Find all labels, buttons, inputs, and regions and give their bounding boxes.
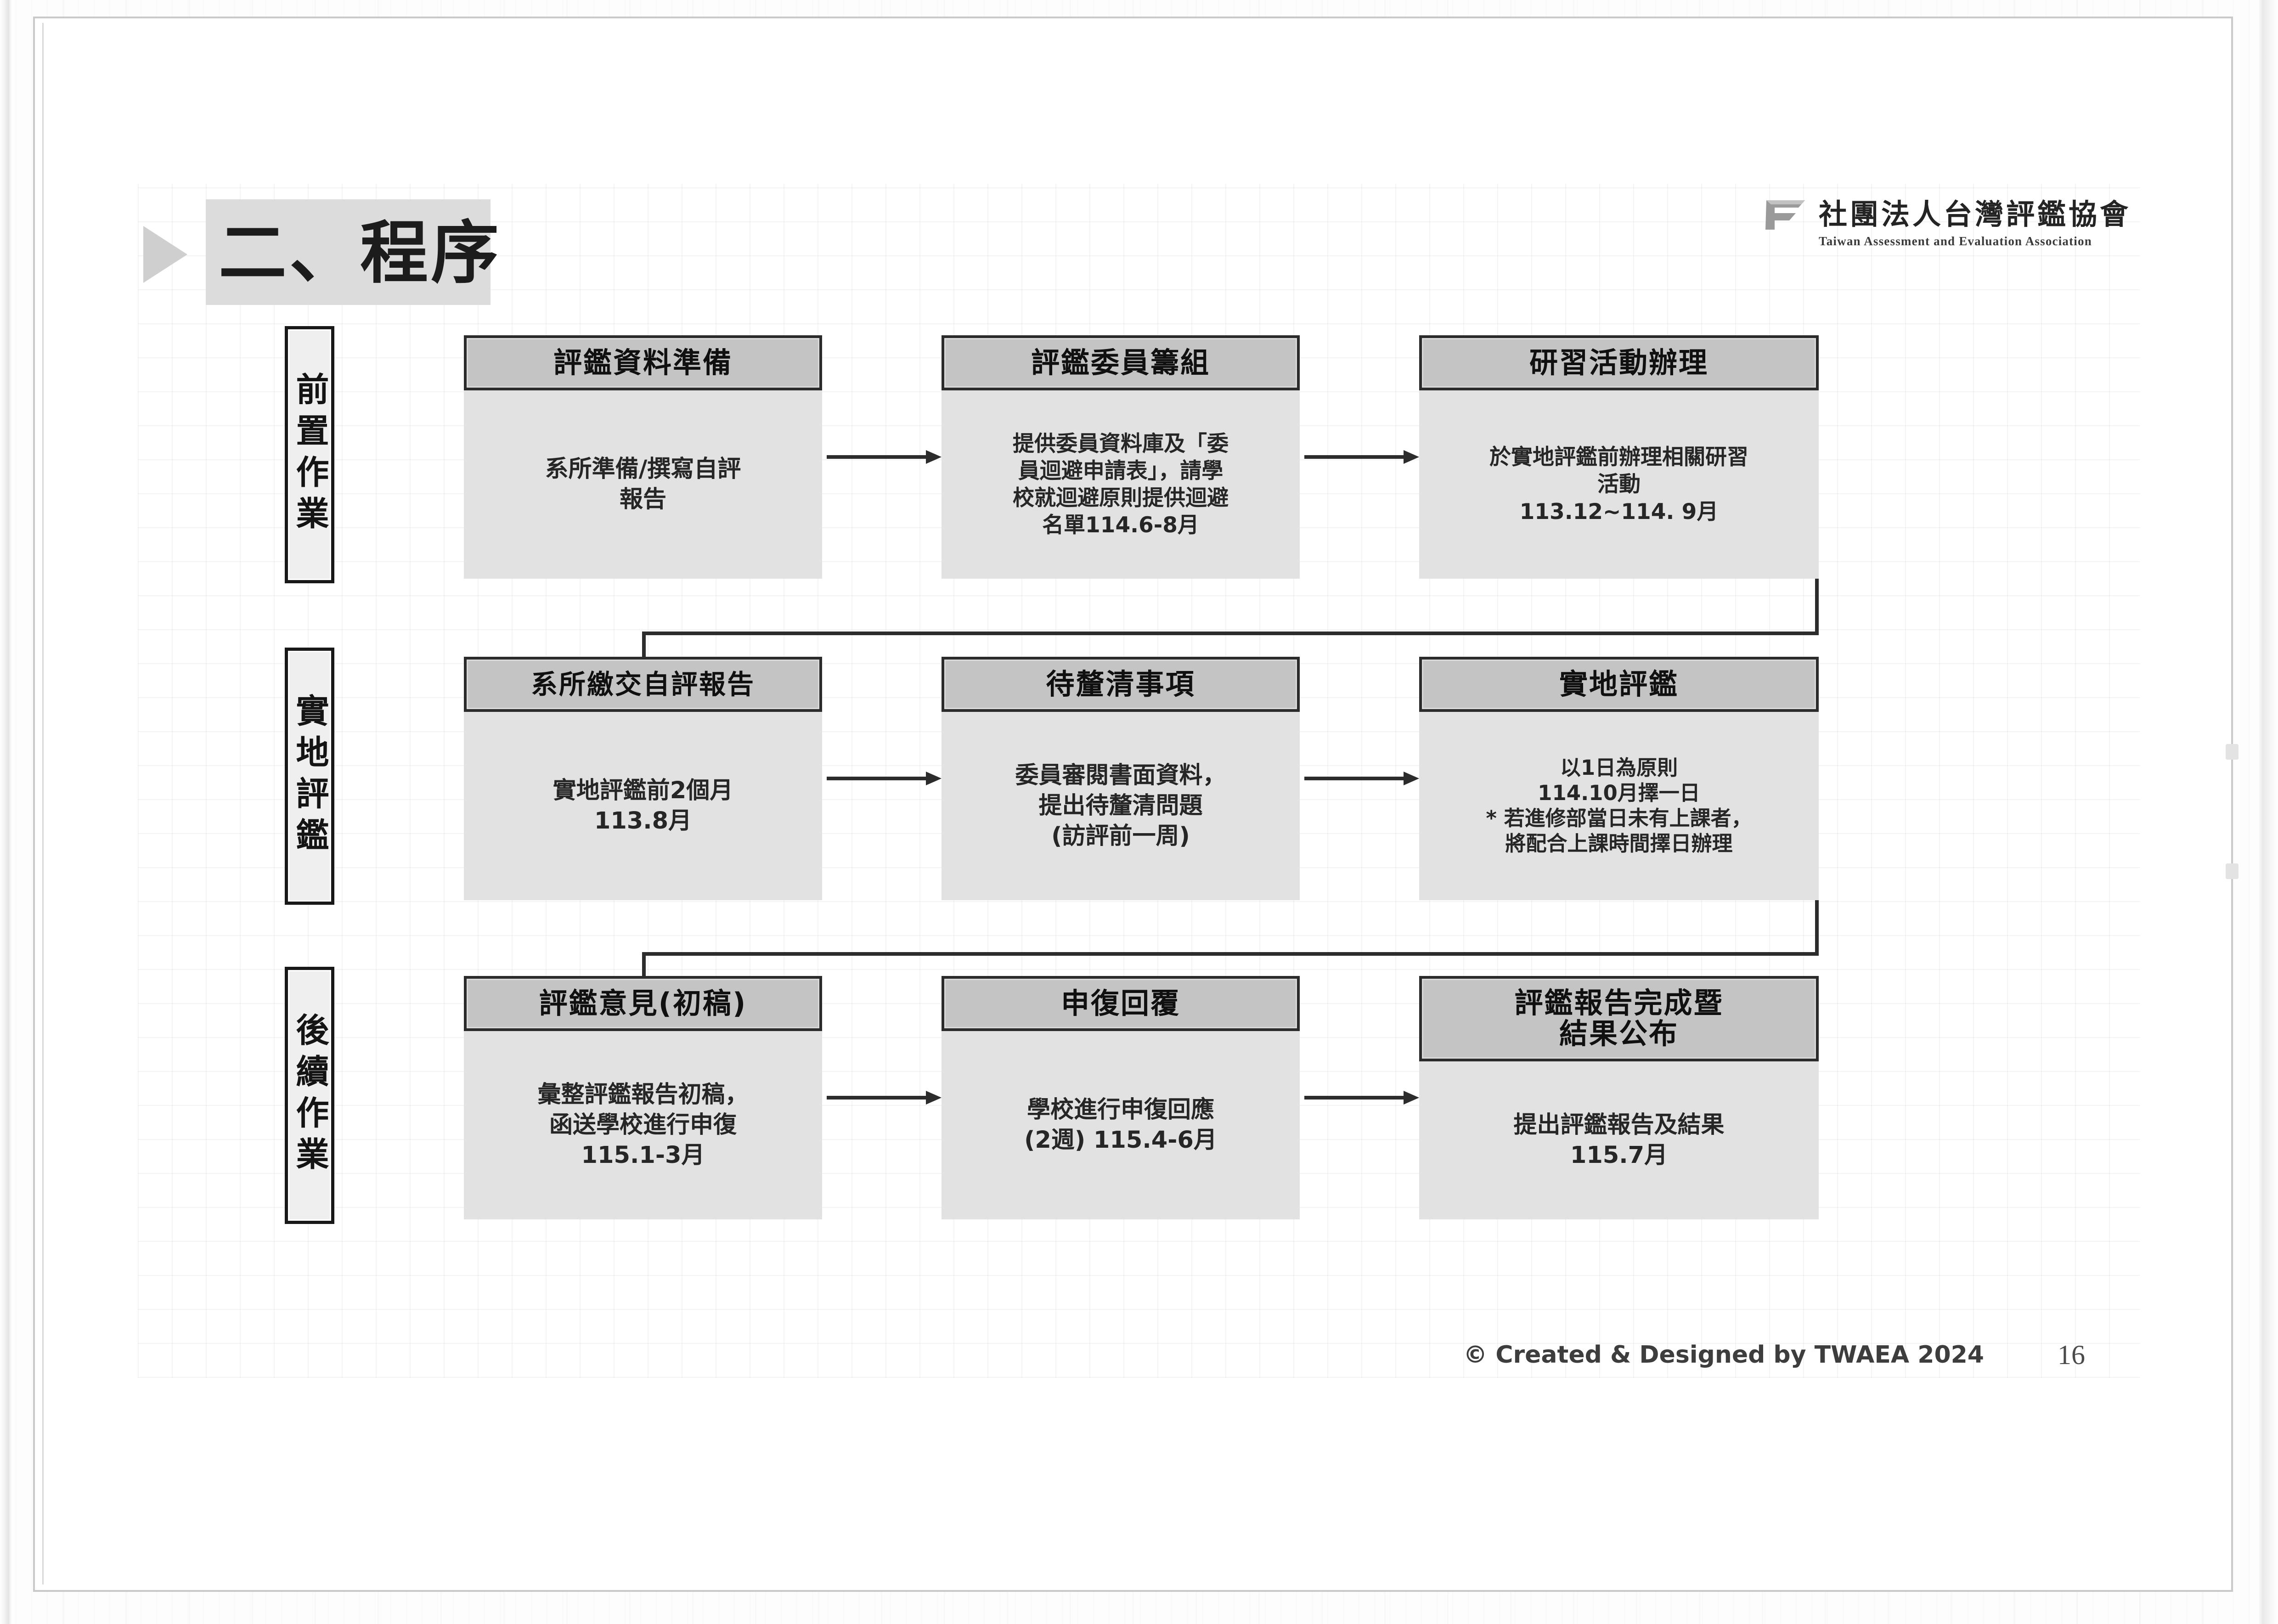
brand-text: 社團法人台灣評鑑協會 Taiwan Assessment and Evaluat… bbox=[1819, 191, 2131, 248]
process-card-header: 實地評鑑 bbox=[1419, 657, 1819, 712]
slide-canvas: 二、程序 社團法人台灣評鑑協會 Taiwan Assessment and Ev… bbox=[138, 184, 2140, 1442]
stage-row-site-visit: 實地評鑑 系所繳交自評報告 實地評鑑前2個月 113.8月 待釐清事項 委員審閱… bbox=[138, 648, 2140, 1021]
brand-lockup: 社團法人台灣評鑑協會 Taiwan Assessment and Evaluat… bbox=[1761, 191, 2131, 248]
stage-label-preparation: 前置作業 bbox=[285, 326, 334, 583]
page-title-plate bbox=[206, 199, 491, 305]
twaea-logo-icon bbox=[1765, 200, 1805, 230]
process-card-title: 評鑑資料準備 bbox=[553, 345, 733, 379]
process-card[interactable]: 評鑑意見(初稿) 彙整評鑑報告初稿， 函送學校進行申復 115.1-3月 bbox=[464, 976, 822, 1219]
process-card-body: 實地評鑑前2個月 113.8月 bbox=[464, 712, 822, 900]
process-card-header: 評鑑委員籌組 bbox=[942, 335, 1300, 390]
process-card-title: 申復回覆 bbox=[1060, 986, 1180, 1020]
scroll-artifact bbox=[2226, 744, 2239, 760]
process-card-body: 提供委員資料庫及「委 員迴避申請表」，請學 校就迴避原則提供迴避 名單114.6… bbox=[942, 390, 1300, 579]
process-card-title: 實地評鑑 bbox=[1559, 667, 1679, 701]
stage-label-text: 實地評鑑 bbox=[290, 694, 329, 859]
brand-name-cn: 社團法人台灣評鑑協會 bbox=[1818, 197, 2131, 231]
process-card-description: 學校進行申復回應 (2週) 115.4-6月 bbox=[1024, 1096, 1217, 1154]
process-card-body: 系所準備/撰寫自評 報告 bbox=[464, 390, 822, 579]
process-card-description: 實地評鑑前2個月 113.8月 bbox=[553, 777, 733, 835]
brand-name-en: Taiwan Assessment and Evaluation Associa… bbox=[1818, 234, 2092, 248]
page-number: 16 bbox=[2058, 1340, 2085, 1370]
process-card-description: 提出評鑑報告及結果 115.7月 bbox=[1513, 1111, 1725, 1169]
process-card-description: 提供委員資料庫及「委 員迴避申請表」，請學 校就迴避原則提供迴避 名單114.6… bbox=[1013, 431, 1229, 538]
arrow-right-icon bbox=[1304, 1091, 1419, 1105]
process-card-header: 評鑑資料準備 bbox=[464, 335, 822, 390]
process-card-body: 學校進行申復回應 (2週) 115.4-6月 bbox=[942, 1031, 1300, 1219]
page-title: 二、程序 bbox=[219, 214, 502, 293]
process-card-body: 於實地評鑑前辦理相關研習 活動 113.12~114. 9月 bbox=[1419, 390, 1819, 579]
triangle-right-icon bbox=[143, 226, 187, 283]
process-card[interactable]: 待釐清事項 委員審閱書面資料， 提出待釐清問題 (訪評前一周) bbox=[942, 657, 1300, 900]
arrow-right-icon bbox=[1304, 772, 1419, 785]
process-card-title: 評鑑意見(初稿) bbox=[539, 986, 747, 1020]
process-card-header: 系所繳交自評報告 bbox=[464, 657, 822, 712]
process-card-header: 研習活動辦理 bbox=[1419, 335, 1819, 390]
process-card-header: 待釐清事項 bbox=[942, 657, 1300, 712]
process-card[interactable]: 評鑑委員籌組 提供委員資料庫及「委 員迴避申請表」，請學 校就迴避原則提供迴避 … bbox=[942, 335, 1300, 579]
process-card-title: 評鑑委員籌組 bbox=[1031, 345, 1210, 379]
process-card[interactable]: 評鑑報告完成暨 結果公布 提出評鑑報告及結果 115.7月 bbox=[1419, 976, 1819, 1219]
process-card-title: 評鑑報告完成暨 結果公布 bbox=[1514, 986, 1724, 1050]
process-card[interactable]: 評鑑資料準備 系所準備/撰寫自評 報告 bbox=[464, 335, 822, 579]
process-card-body: 以1日為原則 114.10月擇一日 * 若進修部當日未有上課者， 將配合上課時間… bbox=[1419, 712, 1819, 900]
arrow-right-icon bbox=[827, 1091, 942, 1105]
process-card-header: 評鑑報告完成暨 結果公布 bbox=[1419, 976, 1819, 1061]
stage-row-follow-up: 後續作業 評鑑意見(初稿) 彙整評鑑報告初稿， 函送學校進行申復 115.1-3… bbox=[138, 967, 2140, 1224]
stage-label-text: 後續作業 bbox=[290, 1013, 329, 1178]
process-card[interactable]: 系所繳交自評報告 實地評鑑前2個月 113.8月 bbox=[464, 657, 822, 900]
process-card-title: 待釐清事項 bbox=[1046, 667, 1195, 701]
slide-footer: © Created & Designed by TWAEA 2024 16 bbox=[138, 1340, 2140, 1396]
process-card-title: 研習活動辦理 bbox=[1529, 345, 1708, 379]
copyright-text: © Created & Designed by TWAEA 2024 bbox=[1463, 1341, 1984, 1369]
process-card-description: 彙整評鑑報告初稿， 函送學校進行申復 115.1-3月 bbox=[537, 1081, 749, 1169]
process-card[interactable]: 實地評鑑 以1日為原則 114.10月擇一日 * 若進修部當日未有上課者， 將配… bbox=[1419, 657, 1819, 900]
arrow-right-icon bbox=[827, 772, 942, 785]
process-card-body: 彙整評鑑報告初稿， 函送學校進行申復 115.1-3月 bbox=[464, 1031, 822, 1219]
slide-header: 二、程序 社團法人台灣評鑑協會 Taiwan Assessment and Ev… bbox=[138, 184, 2140, 321]
process-card-body: 委員審閱書面資料， 提出待釐清問題 (訪評前一周) bbox=[942, 712, 1300, 900]
process-card-description: 以1日為原則 114.10月擇一日 * 若進修部當日未有上課者， 將配合上課時間… bbox=[1486, 756, 1752, 856]
process-card-description: 系所準備/撰寫自評 報告 bbox=[545, 455, 741, 513]
process-card[interactable]: 研習活動辦理 於實地評鑑前辦理相關研習 活動 113.12~114. 9月 bbox=[1419, 335, 1819, 579]
scan-edge-right bbox=[2258, 0, 2278, 1624]
process-card-title: 系所繳交自評報告 bbox=[530, 668, 755, 700]
stage-label-site-visit: 實地評鑑 bbox=[285, 648, 334, 905]
stage-label-follow-up: 後續作業 bbox=[285, 967, 334, 1224]
process-card-header: 申復回覆 bbox=[942, 976, 1300, 1031]
process-card[interactable]: 申復回覆 學校進行申復回應 (2週) 115.4-6月 bbox=[942, 976, 1300, 1219]
stage-row-preparation: 前置作業 評鑑資料準備 系所準備/撰寫自評 報告 評鑑委員籌組 提供委員資料庫及… bbox=[138, 326, 2140, 701]
scroll-artifact bbox=[2226, 863, 2239, 879]
scan-edge-left bbox=[0, 0, 12, 1624]
process-card-description: 委員審閱書面資料， 提出待釐清問題 (訪評前一周) bbox=[1015, 761, 1226, 850]
process-card-header: 評鑑意見(初稿) bbox=[464, 976, 822, 1031]
process-card-description: 於實地評鑑前辦理相關研習 活動 113.12~114. 9月 bbox=[1489, 445, 1748, 524]
process-flow-diagram: 前置作業 評鑑資料準備 系所準備/撰寫自評 報告 評鑑委員籌組 提供委員資料庫及… bbox=[138, 326, 2140, 1300]
arrow-right-icon bbox=[827, 450, 942, 464]
stage-label-text: 前置作業 bbox=[290, 372, 329, 537]
process-card-body: 提出評鑑報告及結果 115.7月 bbox=[1419, 1061, 1819, 1219]
arrow-right-icon bbox=[1304, 450, 1419, 464]
